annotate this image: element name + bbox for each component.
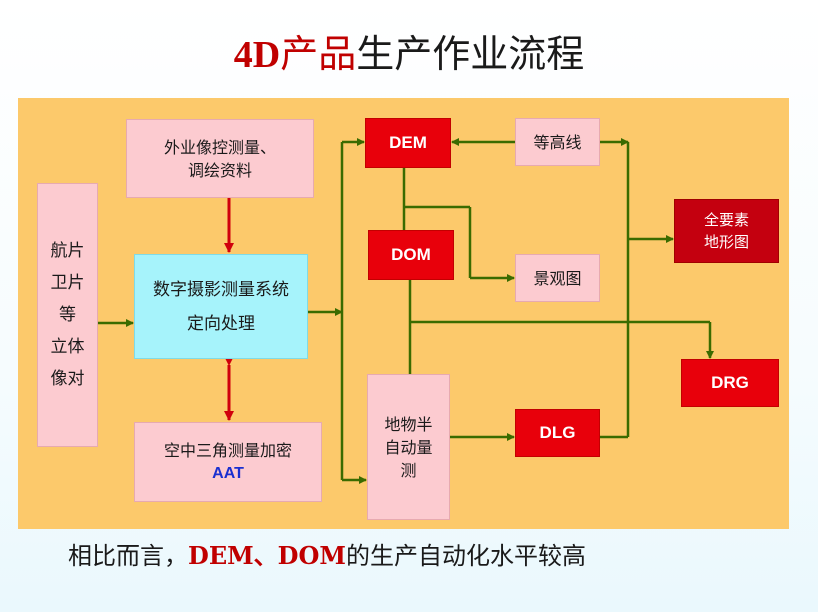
footnote-dem: DEM [188,541,254,570]
full-topo-map-box: 全要素 地形图 [674,199,779,263]
imagery-line: 卫片 [50,273,85,293]
contour-box: 等高线 [515,118,600,166]
title-red-part: 产品 [280,32,357,76]
field-control-line: 调绘资料 [187,160,252,180]
drg-box: DRG [681,359,779,407]
dlg-box: DLG [515,409,600,457]
footnote-dom: DOM [277,541,346,570]
photogrammetry-system-box: 数字摄影测量系统 定向处理 [134,254,308,359]
imagery-line: 立体 [50,337,85,357]
feature-line: 地物半 [384,414,433,434]
footnote-lead: 相比而言， [68,542,188,570]
imagery-line: 等 [59,305,76,325]
title-rest: 生产作业流程 [356,32,585,76]
aerial-triangulation-box: 空中三角测量加密 AAT [134,422,322,502]
footnote-sep: 、 [253,541,278,570]
drg-label: DRG [711,373,749,392]
dom-label: DOM [391,245,431,264]
dem-box: DEM [365,118,451,168]
imagery-line: 像对 [50,369,85,389]
footnote-tail: 的生产自动化水平较高 [345,542,586,570]
aat-label: AAT [212,465,244,482]
page-title: 4D产品生产作业流程 [0,30,818,79]
dom-box: DOM [368,230,454,280]
feature-line: 测 [400,460,417,480]
aat-line: 空中三角测量加密 [163,441,292,460]
system-line: 数字摄影测量系统 [153,279,289,300]
system-line: 定向处理 [187,313,255,334]
dem-label: DEM [389,133,427,152]
landscape-box: 景观图 [515,254,600,302]
full-topo-line: 地形图 [703,233,749,251]
feature-measurement-box: 地物半 自动量 测 [367,374,450,520]
full-topo-line: 全要素 [703,211,749,229]
field-control-box: 外业像控测量、 调绘资料 [126,119,314,198]
contour-label: 等高线 [533,132,582,152]
feature-line: 自动量 [384,437,433,457]
field-control-line: 外业像控测量、 [163,137,276,157]
dlg-label: DLG [539,423,576,442]
landscape-label: 景观图 [533,268,582,288]
imagery-source-box: 航片 卫片 等 立体 像对 [37,183,98,447]
title-prefix: 4D [233,34,281,76]
imagery-line: 航片 [50,241,85,261]
footnote: 相比而言，DEM、DOM的生产自动化水平较高 [68,538,586,574]
